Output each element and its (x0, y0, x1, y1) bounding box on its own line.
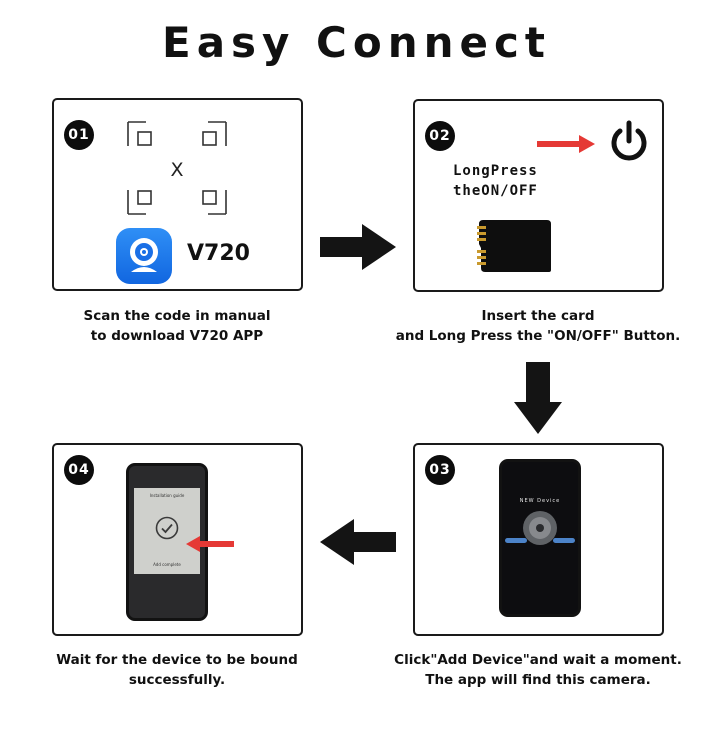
add-device-button-left (505, 538, 527, 543)
red-arrow-icon (537, 135, 595, 153)
sd-card-icon (477, 220, 551, 272)
step-4-caption: Wait for the device to be bound successf… (56, 652, 298, 688)
step-4-panel: 04 Installation guide Add complete (52, 443, 303, 636)
step-1-badge: 01 (64, 120, 94, 150)
camera-lens-icon (523, 511, 557, 545)
page-title: Easy Connect (162, 18, 551, 67)
step-4-badge: 04 (64, 455, 94, 485)
phone-screen: Installation guide Add complete (134, 488, 200, 574)
step-2-panel: 02 LongPress theON/OFF (413, 99, 664, 292)
arrow-down-icon (514, 362, 562, 434)
step-2-badge: 02 (425, 121, 455, 151)
step-3-panel: 03 NEW Device (413, 443, 664, 636)
long-press-instruction: LongPress theON/OFF (453, 163, 538, 199)
step-3-caption: Click"Add Device"and wait a moment. The … (394, 652, 682, 688)
qr-code-icon: X (127, 121, 227, 215)
red-arrow-icon (186, 536, 234, 552)
v720-app-icon (116, 228, 172, 284)
add-complete-label: Add complete (153, 562, 181, 567)
phone-icon: NEW Device (499, 459, 581, 617)
step-1-panel: 01 X V720 (52, 98, 303, 291)
add-device-button-right (553, 538, 575, 543)
installation-guide-label: Installation guide (149, 493, 185, 498)
new-device-label: NEW Device (519, 498, 561, 504)
qr-center-mark: X (170, 159, 183, 181)
power-icon (611, 120, 647, 161)
arrow-right-icon (320, 224, 396, 270)
check-circle-icon (155, 516, 179, 540)
step-2-caption: Insert the card and Long Press the "ON/O… (395, 308, 681, 344)
step-3-badge: 03 (425, 455, 455, 485)
step-1-caption: Scan the code in manual to download V720… (83, 308, 271, 344)
arrow-left-icon (320, 519, 396, 565)
app-name: V720 (187, 241, 250, 266)
